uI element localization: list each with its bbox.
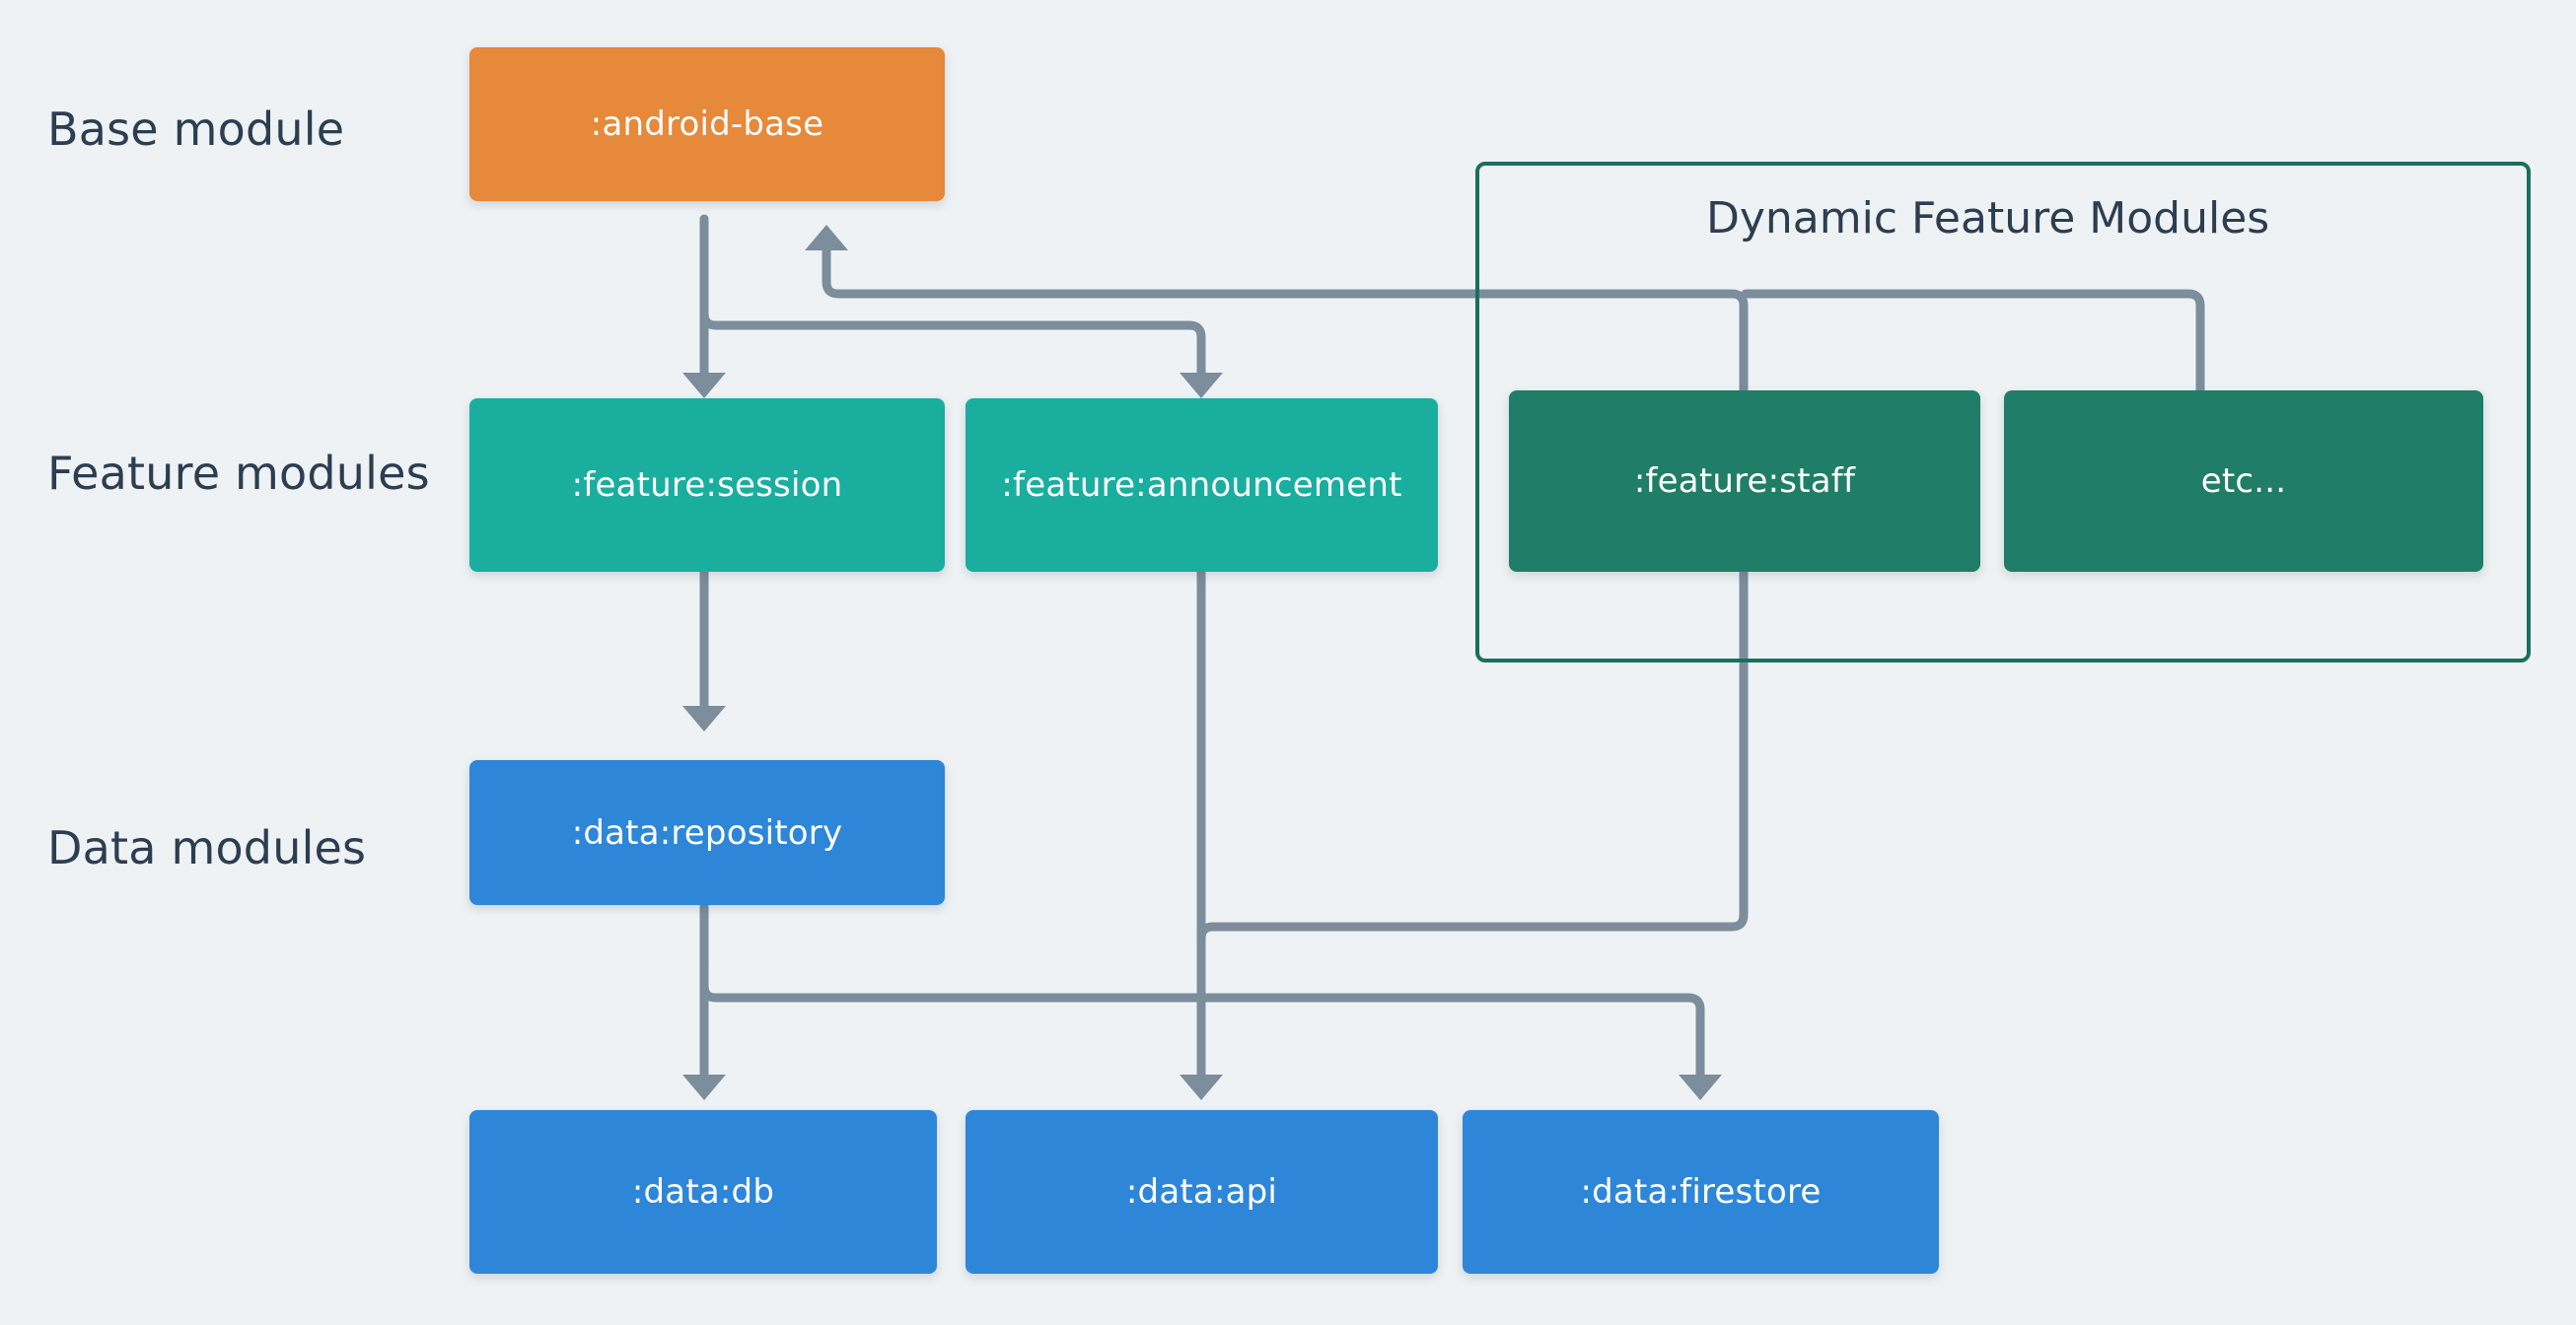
edge-base-to-announcement-arrow: [1180, 373, 1223, 398]
node-data-api[interactable]: :data:api: [966, 1110, 1438, 1274]
node-feature-staff-label: :feature:staff: [1633, 461, 1856, 501]
dynamic-feature-modules-title: Dynamic Feature Modules: [1706, 193, 2270, 244]
edge-repository-to-firestore-arrow: [1679, 1075, 1722, 1100]
row-label-data-modules: Data modules: [47, 821, 367, 874]
node-data-db[interactable]: :data:db: [469, 1110, 937, 1274]
node-feature-etc[interactable]: etc...: [2004, 390, 2483, 572]
node-data-firestore[interactable]: :data:firestore: [1463, 1110, 1939, 1274]
node-feature-session[interactable]: :feature:session: [469, 398, 945, 572]
node-data-repository-label: :data:repository: [571, 812, 843, 853]
node-data-api-label: :data:api: [1125, 1172, 1278, 1212]
node-android-base-label: :android-base: [590, 105, 824, 144]
edge-repository-to-firestore: [699, 966, 1705, 1081]
edge-session-to-repository-arrow: [682, 706, 726, 732]
edge-repository-to-db-arrow: [682, 1075, 726, 1100]
edge-to-base-arrowhead: [805, 225, 848, 250]
node-feature-etc-label: etc...: [2200, 461, 2287, 501]
node-feature-staff[interactable]: :feature:staff: [1509, 390, 1980, 572]
row-label-base-module: Base module: [47, 103, 345, 156]
node-data-firestore-label: :data:firestore: [1580, 1172, 1822, 1212]
edge-base-to-announcement: [699, 291, 1206, 380]
node-feature-session-label: :feature:session: [571, 465, 843, 505]
node-data-db-label: :data:db: [631, 1172, 775, 1212]
edge-base-to-session-arrow: [682, 373, 726, 398]
node-feature-announcement-label: :feature:announcement: [1001, 465, 1402, 505]
row-label-feature-modules: Feature modules: [47, 447, 430, 500]
node-android-base[interactable]: :android-base: [469, 47, 945, 201]
node-data-repository[interactable]: :data:repository: [469, 760, 945, 905]
edge-announcement-to-api-arrow: [1180, 1075, 1223, 1100]
node-feature-announcement[interactable]: :feature:announcement: [966, 398, 1438, 572]
dynamic-feature-modules-group: [1475, 162, 2531, 662]
